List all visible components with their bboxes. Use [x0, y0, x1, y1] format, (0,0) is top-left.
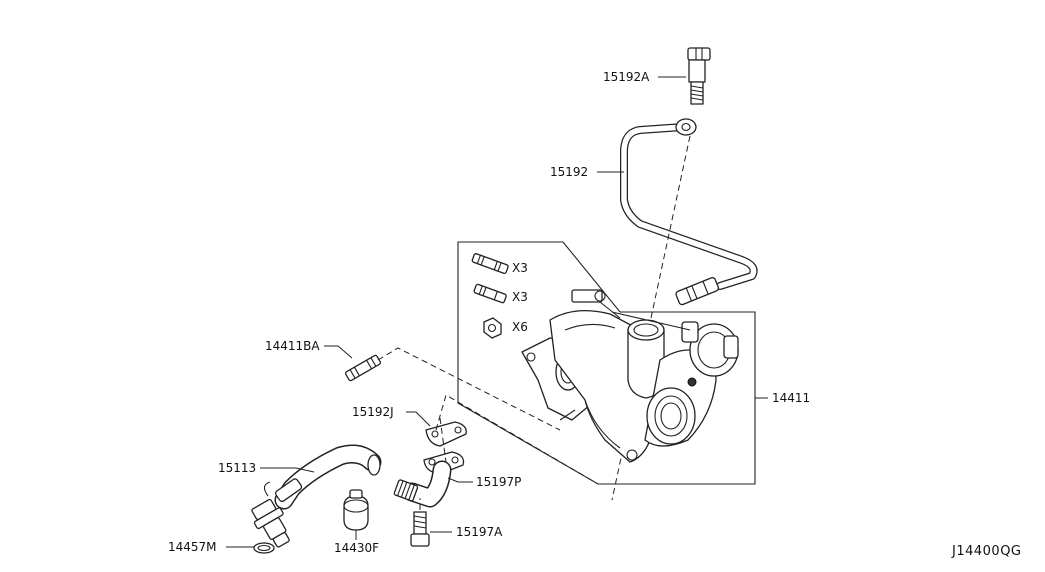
stud-set-qty: X3: [512, 261, 528, 275]
stud-set-2[interactable]: [473, 283, 507, 304]
part-label-15113: 15113: [218, 461, 256, 475]
oil-return-tube[interactable]: [393, 451, 465, 508]
stud-set[interactable]: [471, 253, 509, 275]
gasket[interactable]: [425, 421, 467, 447]
stud-bolt[interactable]: [344, 354, 382, 382]
leader-15197p: [447, 477, 473, 483]
part-label-15197a: 15197A: [456, 525, 503, 539]
part-label-15192: 15192: [550, 165, 588, 179]
part-label-15197p: 15197P: [476, 475, 521, 489]
stud-leader: [377, 347, 561, 431]
part-label-14411: 14411: [772, 391, 810, 405]
part-label-14457m: 14457M: [168, 540, 217, 554]
return-tube-bolt[interactable]: [410, 511, 430, 547]
o-ring[interactable]: [253, 542, 275, 554]
turbocharger[interactable]: [521, 289, 739, 463]
return-tube-leader: [439, 417, 447, 463]
part-label-14430f: 14430F: [334, 541, 379, 555]
nut-set[interactable]: [483, 317, 502, 339]
part-label-15192j: 15192J: [352, 405, 394, 419]
part-label-14411ba: 14411BA: [265, 339, 320, 353]
nut-set-qty: X6: [512, 320, 528, 334]
leader-14411ba: [324, 345, 353, 359]
banjo-bolt[interactable]: [687, 47, 711, 105]
oil-hose[interactable]: [248, 444, 382, 552]
stud-set-2-qty: X3: [512, 290, 528, 304]
oil-feed-tube[interactable]: [620, 118, 758, 306]
hose-clamp[interactable]: [343, 489, 369, 531]
gasket-leader: [435, 394, 599, 485]
leader-15192j: [406, 411, 431, 427]
leader-15113: [260, 467, 315, 473]
diagram-reference-code: J14400QG: [951, 544, 1022, 559]
part-label-15192a: 15192A: [603, 70, 650, 84]
